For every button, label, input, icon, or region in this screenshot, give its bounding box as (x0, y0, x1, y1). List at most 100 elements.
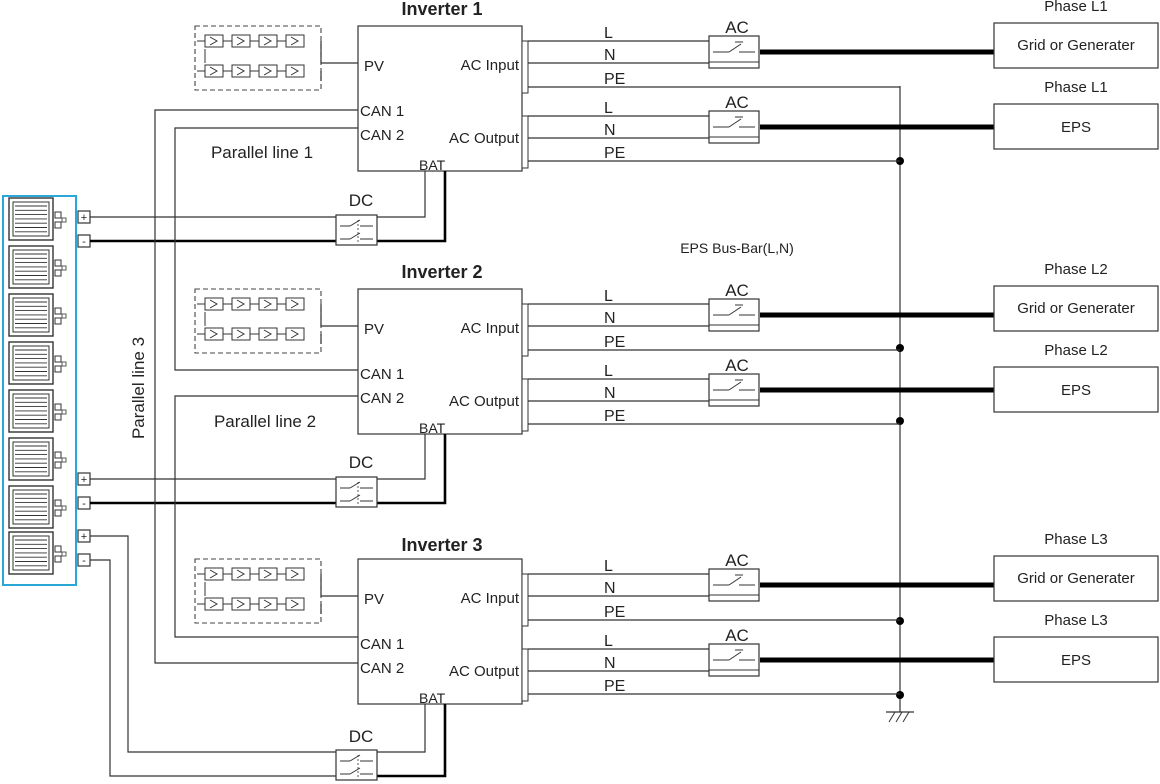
dc-breaker-icon (335, 749, 378, 781)
grid-phase-label: Phase L2 (1044, 261, 1107, 278)
battery-rack (2, 195, 77, 586)
bat-port-label: BAT (419, 157, 446, 173)
wire-label: N (604, 655, 616, 672)
wire-label: N (604, 122, 616, 139)
pv-port-label: PV (364, 591, 384, 608)
grid-phase-label: Phase L1 (1044, 0, 1107, 15)
eps-box-label: EPS (1061, 382, 1091, 399)
ac-input-port-label: AC Input (461, 57, 520, 74)
ac-breaker-label: AC (725, 18, 749, 37)
wire-label: L (604, 25, 613, 42)
pv-port-label: PV (364, 58, 384, 75)
parallel-line-1-label: Parallel line 1 (211, 143, 313, 162)
terminal-minus-2: - (82, 498, 86, 510)
ac-output-port-label: AC Output (449, 393, 520, 410)
can1-port-label: CAN 1 (360, 366, 404, 383)
terminal-plus-2: + (81, 474, 87, 486)
ac-output-port-label: AC Output (449, 130, 520, 147)
battery-module-icon (8, 197, 67, 241)
inverter-box (357, 558, 523, 705)
ac-input-port-label: AC Input (461, 320, 520, 337)
ac-breaker-icon (708, 568, 760, 602)
battery-module-icon (8, 437, 67, 481)
grid-box (993, 555, 1159, 602)
wire-label: PE (604, 145, 625, 162)
ground-icon (886, 711, 914, 723)
grid-box-label: Grid or Generater (1017, 37, 1135, 54)
wire-label: L (604, 558, 613, 575)
inverter-box (357, 288, 523, 435)
can2-port-label: CAN 2 (360, 127, 404, 144)
wire-label: L (604, 288, 613, 305)
eps-box (993, 103, 1159, 150)
eps-box (993, 636, 1159, 683)
grid-phase-label: Phase L3 (1044, 531, 1107, 548)
grid-box (993, 285, 1159, 332)
wire-label: N (604, 47, 616, 64)
wire-label: PE (604, 71, 625, 88)
can2-port-label: CAN 2 (360, 660, 404, 677)
battery-module-icon (8, 389, 67, 433)
pv-array-icon (194, 288, 322, 354)
eps-box-label: EPS (1061, 652, 1091, 669)
eps-phase-label: Phase L1 (1044, 79, 1107, 96)
eps-phase-label: Phase L2 (1044, 342, 1107, 359)
parallel-lines (154, 109, 358, 664)
ac-breaker-icon (708, 35, 760, 69)
wire-label: N (604, 310, 616, 327)
eps-box-label: EPS (1061, 119, 1091, 136)
battery-module-icon (8, 245, 67, 289)
terminal-minus-1: - (82, 236, 86, 248)
wire-label: N (604, 580, 616, 597)
bat-port-label: BAT (419, 420, 446, 436)
battery-module-icon (8, 531, 67, 575)
grid-box-label: Grid or Generater (1017, 570, 1135, 587)
battery-cables (90, 216, 336, 777)
ac-input-port-label: AC Input (461, 590, 520, 607)
inverter-box (357, 25, 523, 172)
battery-terminals: + - + - + - (77, 210, 91, 567)
can1-port-label: CAN 1 (360, 636, 404, 653)
battery-module-icon (8, 485, 67, 529)
ac-breaker-label: AC (725, 626, 749, 645)
bus-bar-label: EPS Bus-Bar(L,N) (680, 240, 794, 256)
wire-label: N (604, 385, 616, 402)
terminal-minus-3: - (82, 555, 86, 567)
wire-label: L (604, 363, 613, 380)
wire-label: PE (604, 678, 625, 695)
ac-breaker-icon (708, 298, 760, 332)
battery-module-icon (8, 293, 67, 337)
wire-label: PE (604, 604, 625, 621)
ac-breaker-label: AC (725, 93, 749, 112)
grid-box (993, 22, 1159, 69)
parallel-line-3-label: Parallel line 3 (129, 337, 148, 439)
bat-port-label: BAT (419, 690, 446, 706)
wire-label: PE (604, 334, 625, 351)
dc-breaker-label: DC (349, 191, 374, 210)
ac-breaker-icon (708, 110, 760, 144)
ac-breaker-icon (708, 373, 760, 407)
inverter-title: Inverter 3 (401, 535, 482, 555)
dc-breaker-label: DC (349, 453, 374, 472)
pv-array-icon (194, 558, 322, 624)
ac-breaker-label: AC (725, 281, 749, 300)
grid-box-label: Grid or Generater (1017, 300, 1135, 317)
dc-breaker-icon (335, 214, 378, 246)
dc-breaker-label: DC (349, 727, 374, 746)
wire-label: L (604, 100, 613, 117)
dc-breaker-icon (335, 476, 378, 508)
can2-port-label: CAN 2 (360, 390, 404, 407)
eps-bus-bar (896, 86, 904, 712)
ac-breaker-label: AC (725, 551, 749, 570)
ac-breaker-icon (708, 643, 760, 677)
inverter-title: Inverter 1 (401, 0, 482, 19)
inverter-group-2: Inverter 2 PV CAN 1 CAN 2 BAT AC Input AC Outp… (194, 261, 1159, 508)
wire-label: L (604, 633, 613, 650)
pv-port-label: PV (364, 321, 384, 338)
ac-breaker-label: AC (725, 356, 749, 375)
inverter-title: Inverter 2 (401, 262, 482, 282)
eps-phase-label: Phase L3 (1044, 612, 1107, 629)
